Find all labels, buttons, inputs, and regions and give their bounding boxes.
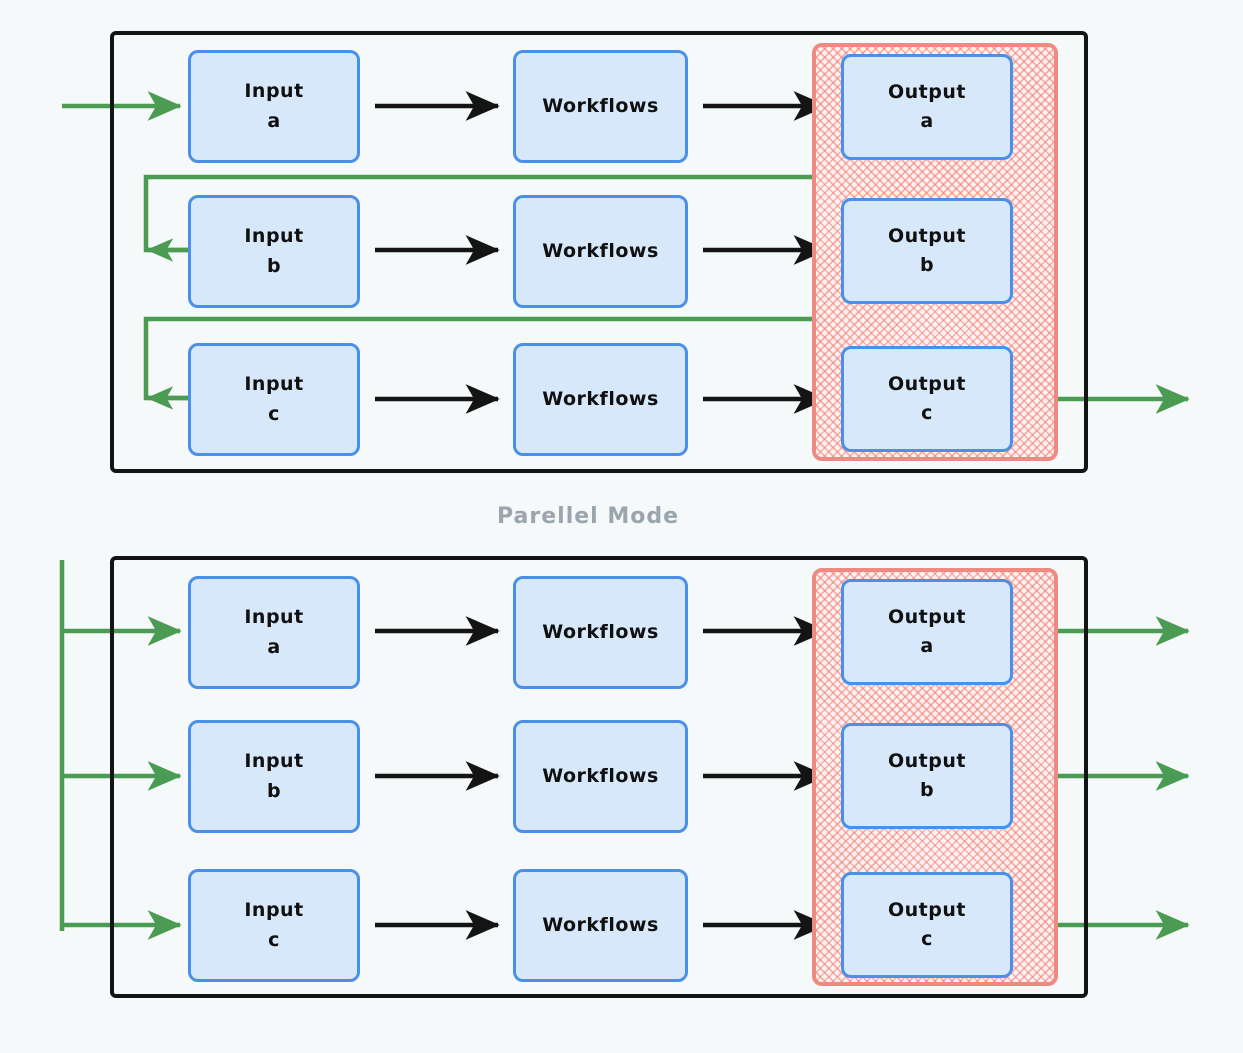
node-label-line2: a	[920, 635, 934, 657]
top-diagram-boundary	[110, 31, 1088, 473]
bottom-node-workflows-a[interactable]: Workflows	[513, 576, 688, 689]
bottom-node-output-a[interactable]: Output a	[841, 579, 1013, 685]
node-label-line1: Input	[244, 899, 304, 922]
node-label-line1: Workflows	[542, 620, 659, 643]
node-label-line2: a	[267, 109, 281, 132]
bottom-node-output-b[interactable]: Output b	[841, 723, 1013, 829]
node-label-line2: c	[921, 402, 933, 424]
node-label-line1: Output	[888, 605, 966, 628]
node-label-line1: Input	[244, 606, 304, 629]
node-label-line2: c	[921, 928, 933, 950]
node-label-line1: Workflows	[542, 764, 659, 787]
bottom-node-workflows-b[interactable]: Workflows	[513, 720, 688, 833]
diagram-caption: Parellel Mode	[497, 504, 680, 529]
bottom-diagram-boundary	[110, 556, 1088, 998]
node-label-line1: Input	[244, 225, 304, 248]
node-label-line1: Workflows	[542, 94, 659, 117]
bottom-node-output-c[interactable]: Output c	[841, 872, 1013, 978]
node-label-line2: a	[267, 635, 281, 658]
node-label-line1: Workflows	[542, 239, 659, 262]
node-label-line1: Output	[888, 372, 966, 395]
top-node-workflows-a[interactable]: Workflows	[513, 50, 688, 163]
top-node-workflows-c[interactable]: Workflows	[513, 343, 688, 456]
node-label-line2: b	[266, 254, 282, 277]
node-label-line1: Output	[888, 898, 966, 921]
top-node-output-c[interactable]: Output c	[841, 346, 1013, 452]
node-label-line2: c	[268, 928, 280, 951]
node-label-line1: Output	[888, 224, 966, 247]
top-node-input-c[interactable]: Input c	[188, 343, 360, 456]
bottom-node-workflows-c[interactable]: Workflows	[513, 869, 688, 982]
top-node-input-b[interactable]: Input b	[188, 195, 360, 308]
node-label-line2: a	[920, 110, 934, 132]
top-node-input-a[interactable]: Input a	[188, 50, 360, 163]
bottom-node-input-c[interactable]: Input c	[188, 869, 360, 982]
node-label-line1: Input	[244, 373, 304, 396]
top-node-output-a[interactable]: Output a	[841, 54, 1013, 160]
node-label-line2: c	[268, 402, 280, 425]
node-label-line2: b	[919, 254, 935, 276]
bottom-flow-arrows	[375, 616, 828, 940]
node-label-line2: b	[266, 779, 282, 802]
top-flow-arrows	[375, 91, 828, 414]
node-label-line1: Workflows	[542, 913, 659, 936]
bottom-node-input-b[interactable]: Input b	[188, 720, 360, 833]
bottom-node-input-a[interactable]: Input a	[188, 576, 360, 689]
node-label-line1: Output	[888, 80, 966, 103]
top-node-output-b[interactable]: Output b	[841, 198, 1013, 304]
top-node-workflows-b[interactable]: Workflows	[513, 195, 688, 308]
node-label-line2: b	[919, 779, 935, 801]
node-label-line1: Output	[888, 749, 966, 772]
node-label-line1: Input	[244, 750, 304, 773]
node-label-line1: Workflows	[542, 387, 659, 410]
node-label-line1: Input	[244, 80, 304, 103]
